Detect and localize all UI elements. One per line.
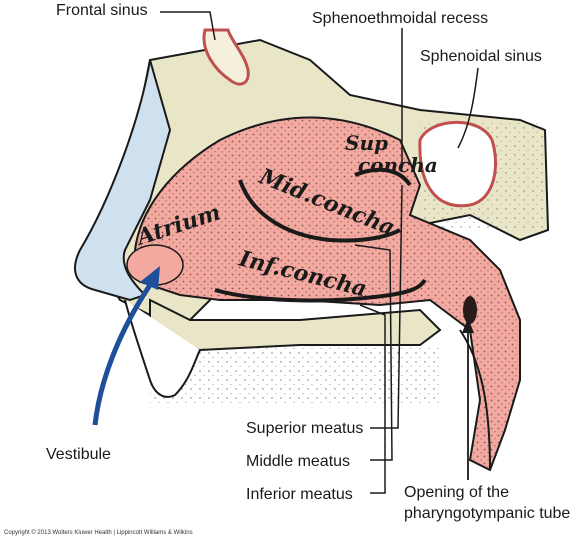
leader-inferior-meatus [359, 304, 386, 494]
upper-lip-teeth [124, 299, 201, 398]
middle-concha-edge [238, 179, 401, 243]
pharyngotympanic-opening [463, 296, 477, 324]
copyright-notice: Copyright © 2013 Wolters Kluwer Health |… [4, 530, 193, 536]
label-concha-sup: concha [358, 153, 438, 177]
pharyngotympanic-arrowhead [462, 318, 474, 333]
vestibule-arrowhead [140, 266, 160, 290]
label-middle-meatus: Middle meatus [246, 453, 351, 470]
leader-middle-meatus [354, 244, 393, 461]
nasopharynx-wall [459, 329, 491, 471]
label-sphenoethmoidal-recess: Sphenoethmoidal recess [312, 10, 489, 27]
label-vestibule: Vestibule [46, 446, 111, 463]
label-sup: Sup [345, 131, 388, 155]
label-opening-line2: pharyngotympanic tube [404, 505, 571, 522]
label-frontal-sinus: Frontal sinus [56, 2, 148, 19]
inferior-concha-edge [214, 278, 427, 303]
label-opening-line1: Opening of the [404, 484, 509, 501]
leader-frontal-sinus [160, 11, 216, 41]
leader-superior-meatus [370, 184, 403, 429]
nose-skin [74, 59, 172, 302]
label-sphenoidal-sinus: Sphenoidal sinus [420, 48, 542, 65]
label-inferior-meatus: Inferior meatus [246, 486, 353, 503]
mucosa-texture [135, 117, 520, 470]
vestibule-arrow [92, 283, 153, 426]
leader-sphenoidal [457, 67, 479, 149]
superior-concha-edge [354, 167, 412, 187]
sphenoidal-sinus-shape [418, 120, 497, 208]
frontal-sinus-shape [202, 28, 250, 86]
label-superior-meatus: Superior meatus [246, 420, 364, 437]
